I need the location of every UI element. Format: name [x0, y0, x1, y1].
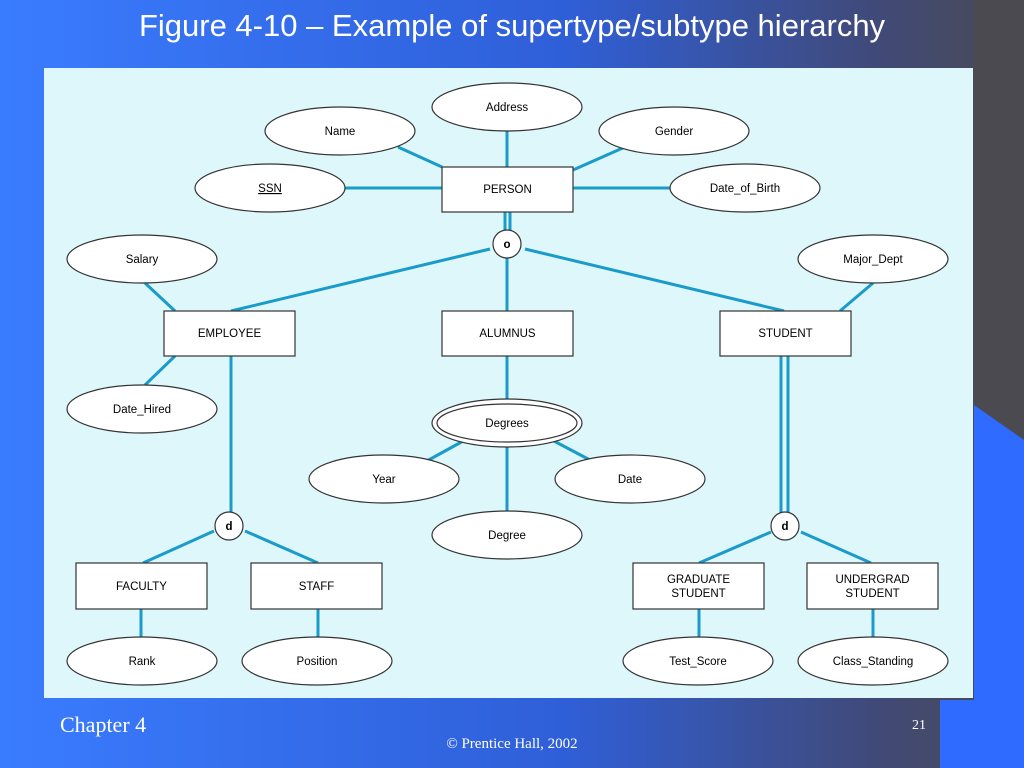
attr-date: Date	[618, 474, 642, 486]
attr-salary-shape	[66, 234, 218, 284]
attr-gender: Gender	[655, 126, 694, 138]
attr-year: Year	[372, 474, 395, 486]
attr-year-shape	[308, 454, 460, 504]
attr-address-shape	[431, 82, 583, 132]
entity-person-label: PERSON	[483, 184, 532, 196]
er-diagram: PERSON EMPLOYEE ALUMNUS STUDENT FACULTY …	[44, 68, 973, 698]
entity-undergrad-student-line1: UNDERGRAD	[835, 574, 909, 586]
footer-chapter: Chapter 4	[60, 712, 147, 737]
attr-degrees-inner-shape	[436, 403, 578, 443]
constraint-student-disjoint: d	[770, 511, 800, 541]
attr-degree-shape	[431, 510, 583, 560]
er-diagram-canvas: PERSON EMPLOYEE ALUMNUS STUDENT FACULTY …	[66, 82, 949, 686]
attr-degrees: Degrees	[485, 418, 529, 430]
right-decor-strip	[974, 0, 1024, 768]
entity-alumnus-label: ALUMNUS	[479, 328, 536, 340]
attr-position-shape	[241, 636, 393, 686]
entity-staff-label: STAFF	[299, 581, 335, 593]
footer-copyright: © Prentice Hall, 2002	[446, 736, 578, 752]
constraint-employee-disjoint: d	[214, 511, 244, 541]
attr-major-dept-shape	[797, 234, 949, 284]
constraint-overlap: o	[492, 229, 522, 259]
attr-ssn: SSN	[258, 183, 282, 195]
attr-class-standing-shape	[797, 636, 949, 686]
entity-student: STUDENT	[719, 310, 852, 357]
attr-degree: Degree	[488, 530, 526, 542]
attr-test-score-shape	[622, 636, 774, 686]
attr-major-dept: Major_Dept	[843, 254, 903, 266]
attr-date-hired-shape	[66, 384, 218, 434]
constraint-overlap-label: o	[503, 239, 510, 251]
attr-rank-shape	[66, 636, 218, 686]
constraint-employee-disjoint-label: d	[225, 521, 232, 533]
entity-faculty: FACULTY	[75, 562, 208, 610]
attr-name-shape	[264, 106, 416, 156]
constraint-student-disjoint-label: d	[781, 521, 788, 533]
attr-date-shape	[554, 454, 706, 504]
entity-undergrad-student: UNDERGRAD STUDENT	[806, 562, 939, 610]
attr-address: Address	[486, 102, 528, 114]
attr-name: Name	[325, 126, 356, 138]
attr-ssn-shape	[194, 163, 346, 213]
attr-class-standing: Class_Standing	[833, 656, 914, 668]
attr-position: Position	[297, 656, 338, 668]
connector-lines	[139, 131, 875, 637]
slide-title: Figure 4-10 – Example of supertype/subty…	[138, 8, 886, 43]
attr-date-of-birth: Date_of_Birth	[710, 183, 780, 195]
entity-graduate-student-line1: GRADUATE	[667, 574, 730, 586]
entity-staff: STAFF	[250, 562, 383, 610]
entity-graduate-student-line2: STUDENT	[671, 588, 725, 600]
entity-student-label: STUDENT	[758, 328, 812, 340]
entity-person: PERSON	[441, 166, 574, 213]
entity-employee-label: EMPLOYEE	[198, 328, 262, 340]
attr-date-hired: Date_Hired	[113, 404, 171, 416]
attr-salary: Salary	[126, 254, 159, 266]
entity-undergrad-student-line2: STUDENT	[845, 588, 899, 600]
entity-employee: EMPLOYEE	[163, 310, 296, 357]
attr-date-of-birth-shape	[669, 163, 821, 213]
attr-gender-shape	[598, 106, 750, 156]
entity-faculty-label: FACULTY	[116, 581, 167, 593]
entity-alumnus: ALUMNUS	[441, 310, 574, 357]
footer-page-number: 21	[912, 718, 926, 733]
attr-rank: Rank	[129, 656, 156, 668]
attr-test-score: Test_Score	[669, 656, 727, 668]
entity-graduate-student: GRADUATE STUDENT	[632, 562, 765, 610]
